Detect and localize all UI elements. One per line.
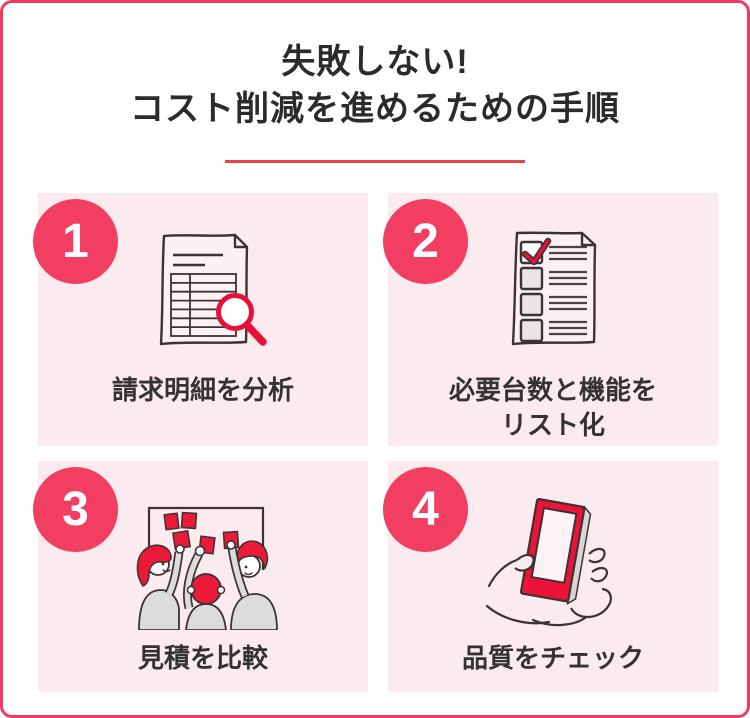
invoice-magnifier-icon xyxy=(133,223,273,361)
title-line-1: 失敗しない! xyxy=(281,43,469,81)
step-card-1: 1 xyxy=(33,193,368,446)
step-4-number-badge: 4 xyxy=(383,467,468,552)
title-underline xyxy=(225,159,525,163)
step-card-4: 4 xyxy=(383,461,718,692)
step-3-label: 見積を比較 xyxy=(137,643,268,673)
step-2-label: 必要台数と機能を リスト化 xyxy=(448,375,657,441)
page-title: 失敗しない! コスト削減を進めるための手順 xyxy=(3,39,747,133)
people-compare-icon xyxy=(113,491,293,630)
step-1-label: 請求明細を分析 xyxy=(111,375,294,405)
checklist-icon xyxy=(483,223,623,361)
step-3-number-badge: 3 xyxy=(33,467,118,552)
step-card-2: 2 xyxy=(383,193,718,446)
title-line-2: コスト削減を進めるための手順 xyxy=(130,89,620,128)
step-2-number-badge: 2 xyxy=(383,199,468,284)
step-card-3: 3 xyxy=(33,461,368,692)
step-1-number-badge: 1 xyxy=(33,199,118,284)
step-4-label: 品質をチェック xyxy=(461,643,644,673)
steps-grid: 1 xyxy=(33,193,718,692)
hand-phone-icon xyxy=(473,491,633,629)
